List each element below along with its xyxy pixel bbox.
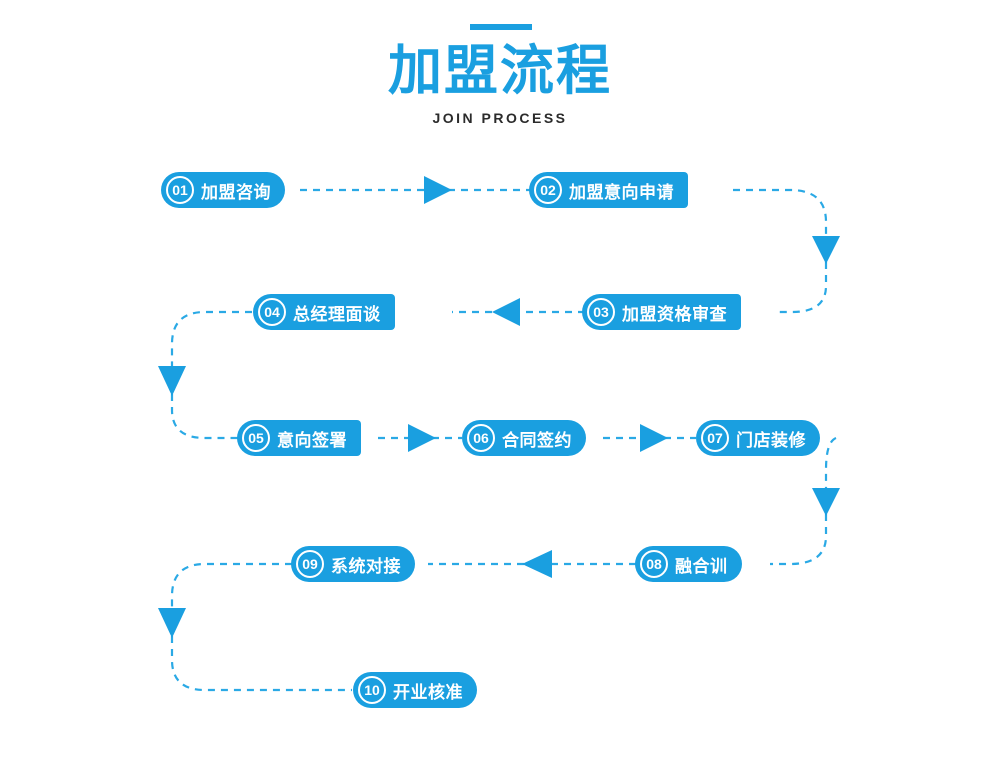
step-label-06: 合同签约 (502, 430, 572, 450)
page-title: 加盟流程 (388, 41, 612, 101)
step-label-01: 加盟咨询 (201, 182, 271, 202)
step-node-05[interactable]: 05 意向签署 (237, 420, 361, 456)
arrow-06-07 (640, 424, 668, 452)
connector-07-08-a (824, 436, 837, 490)
step-number-05: 05 (242, 424, 270, 452)
page-subtitle: JOIN PROCESS (432, 110, 568, 126)
step-number-01: 01 (166, 176, 194, 204)
arrow-03-04 (492, 298, 520, 326)
step-label-09: 系统对接 (331, 556, 401, 576)
step-node-10[interactable]: 10 开业核准 (353, 672, 477, 708)
step-node-02[interactable]: 02 加盟意向申请 (529, 172, 688, 208)
step-number-02: 02 (534, 176, 562, 204)
arrow-02-03 (812, 236, 840, 264)
arrow-08-09 (522, 550, 552, 578)
step-label-05: 意向签署 (277, 430, 347, 450)
connector-02-03-a (733, 188, 828, 238)
arrow-04-05 (158, 366, 186, 396)
connector-09-10-b (170, 636, 352, 692)
step-number-09: 09 (296, 550, 324, 578)
step-label-10: 开业核准 (393, 682, 463, 702)
connector-04-05-a (170, 310, 252, 368)
step-label-07: 门店装修 (736, 430, 806, 450)
title-accent-rule (470, 24, 532, 30)
step-node-08[interactable]: 08 融合训 (635, 546, 742, 582)
step-node-07[interactable]: 07 门店装修 (696, 420, 820, 456)
step-label-02: 加盟意向申请 (569, 182, 674, 202)
step-number-04: 04 (258, 298, 286, 326)
arrow-01-02 (424, 176, 452, 204)
step-node-03[interactable]: 03 加盟资格审查 (582, 294, 741, 330)
step-node-06[interactable]: 06 合同签约 (462, 420, 586, 456)
arrow-09-10 (158, 608, 186, 638)
step-number-03: 03 (587, 298, 615, 326)
step-label-03: 加盟资格审查 (622, 304, 727, 324)
arrow-05-06 (408, 424, 436, 452)
connector-02-03-b (778, 262, 828, 314)
step-number-06: 06 (467, 424, 495, 452)
step-number-10: 10 (358, 676, 386, 704)
step-label-08: 融合训 (675, 556, 728, 576)
arrow-07-08 (812, 488, 840, 516)
step-number-08: 08 (640, 550, 668, 578)
step-node-09[interactable]: 09 系统对接 (291, 546, 415, 582)
step-label-04: 总经理面谈 (293, 304, 381, 324)
step-node-01[interactable]: 01 加盟咨询 (161, 172, 285, 208)
connector-04-05-b (170, 394, 238, 440)
connector-09-10-a (170, 562, 292, 610)
step-node-04[interactable]: 04 总经理面谈 (253, 294, 395, 330)
connector-07-08-b (770, 514, 828, 566)
step-number-07: 07 (701, 424, 729, 452)
